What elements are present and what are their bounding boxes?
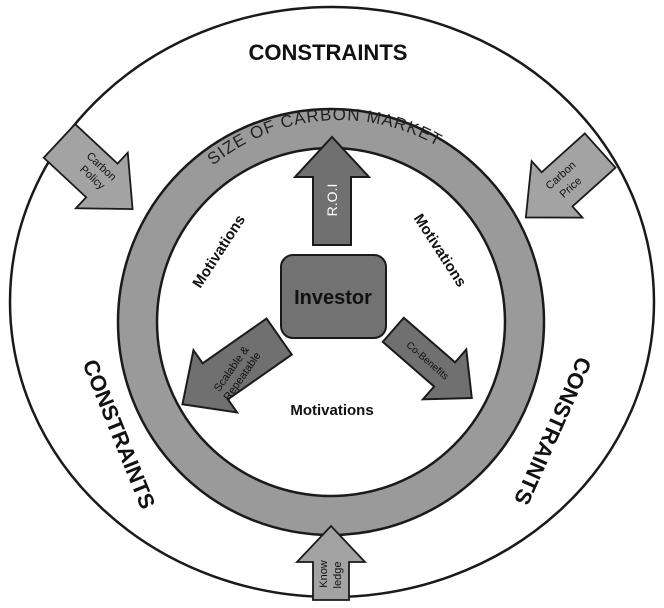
investor-box [280,254,387,339]
carbon-price-arrow [524,132,617,219]
roi-label: R.O.I [324,184,340,217]
constraints-label-top: CONSTRAINTS [249,40,408,65]
knowledge-label-line2: ledge [332,562,344,589]
roi-arrow: R.O.I [292,135,372,246]
scalable-repeatable-arrow [181,317,294,414]
investor-label: Investor [294,287,372,309]
knowledge-label-line1: Know [318,560,330,588]
motivations-label-bottom: Motivations [290,402,373,419]
knowledge-arrow [294,524,368,601]
carbon-policy-arrow [42,122,134,211]
